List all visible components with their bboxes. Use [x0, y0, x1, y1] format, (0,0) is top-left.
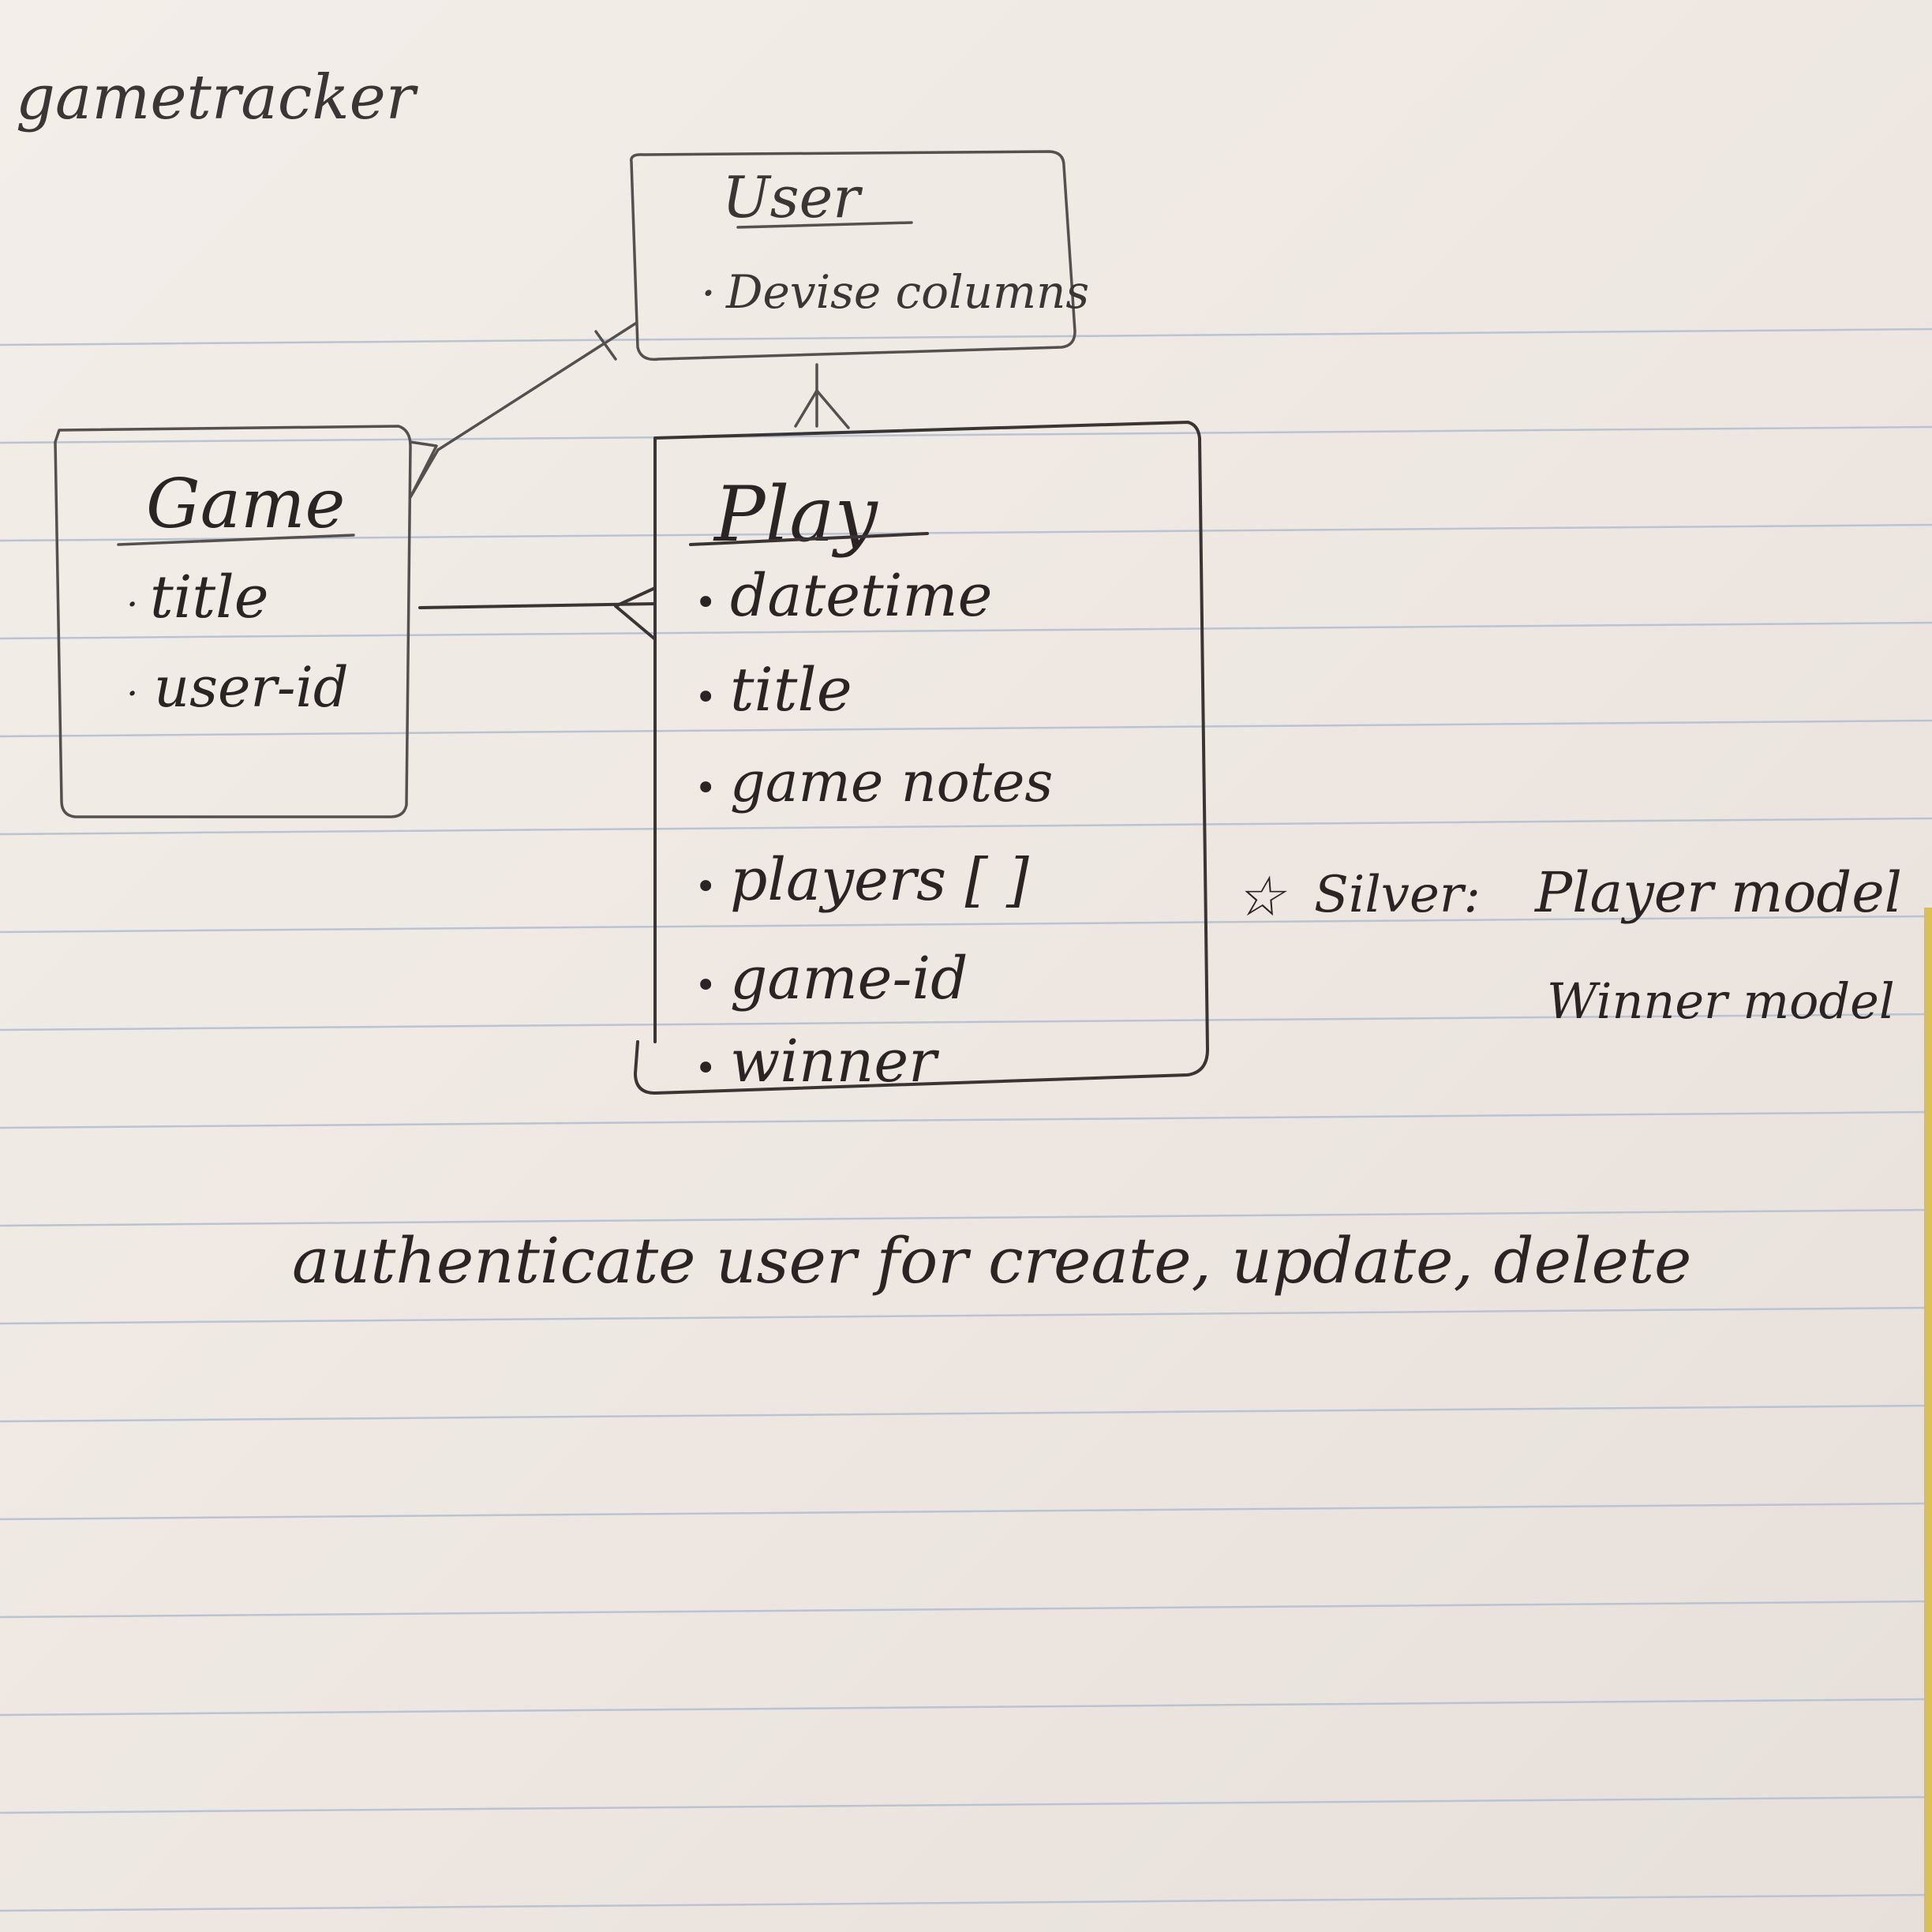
ruled-line — [0, 1795, 1932, 1814]
user-box — [630, 150, 1076, 361]
play-field-players: players [ ] — [730, 846, 1029, 914]
relation-user-game-tick — [594, 330, 617, 361]
user-title-underline — [736, 221, 913, 229]
footer-note: authenticate user for create, update, de… — [292, 1224, 1691, 1297]
relation-user-game — [409, 322, 637, 499]
relation-game-play — [418, 586, 657, 641]
play-entity: Play • datetime • title • game notes • p… — [634, 421, 1209, 1095]
star-icon: ☆ — [1235, 864, 1287, 929]
play-box — [634, 421, 1209, 1095]
game-field-bullet-2: · — [126, 672, 138, 716]
play-field-game-notes: game notes — [730, 750, 1053, 814]
user-field-devise: Devise columns — [725, 265, 1089, 319]
ruled-line — [0, 1502, 1932, 1521]
page-title: gametracker — [16, 62, 419, 133]
game-box — [54, 425, 412, 818]
user-entity: User · Devise columns — [630, 150, 1089, 361]
play-field-datetime: datetime — [730, 562, 992, 630]
play-field-winner: winner — [730, 1028, 940, 1095]
ruled-line — [0, 328, 1932, 346]
ruled-line — [0, 1600, 1932, 1619]
side-note-silver-label: Silver: — [1314, 866, 1481, 924]
ruled-line — [0, 719, 1932, 738]
notebook-edge — [1924, 908, 1932, 1932]
play-field-bullet-6: • — [695, 1046, 717, 1091]
play-field-title: title — [730, 654, 852, 724]
game-field-bullet-1: · — [126, 582, 138, 627]
ruled-line — [0, 817, 1932, 836]
relation-user-game-line — [436, 322, 637, 451]
user-title: User — [722, 164, 863, 230]
ruled-line — [0, 1110, 1932, 1129]
play-field-bullet-2: • — [695, 676, 717, 720]
play-title: Play — [713, 470, 879, 559]
relation-user-play — [794, 363, 850, 429]
play-field-bullet-5: • — [695, 964, 717, 1008]
side-note-player-model: Player model — [1533, 860, 1902, 925]
game-field-title: title — [150, 564, 269, 631]
ruled-line — [0, 1013, 1932, 1032]
ruled-line — [0, 425, 1932, 444]
user-field-bullet: · — [701, 266, 716, 321]
play-field-bullet-1: • — [695, 581, 717, 625]
game-entity: Game · title · user-id — [54, 425, 412, 818]
play-field-bullet-4: • — [695, 865, 717, 909]
ruled-line — [0, 523, 1932, 542]
ruled-line — [0, 915, 1932, 934]
ruled-line — [0, 1698, 1932, 1717]
ruled-line — [0, 621, 1932, 640]
ruled-line — [0, 1208, 1932, 1227]
ruled-line — [0, 1306, 1932, 1325]
play-field-game-id: game-id — [730, 945, 968, 1013]
relation-user-play-crowsfoot — [794, 389, 850, 429]
side-note-winner-model: Winner model — [1547, 972, 1895, 1030]
ruled-line — [0, 1404, 1932, 1423]
game-title-underline — [117, 534, 355, 546]
play-field-bullet-3: • — [695, 766, 717, 811]
relation-user-game-crowsfoot — [409, 440, 440, 499]
game-title: Game — [146, 465, 345, 544]
play-title-underline — [689, 532, 929, 546]
relation-game-play-crowsfoot — [614, 586, 657, 641]
ruled-line — [0, 1893, 1932, 1912]
game-field-user-id: user-id — [154, 655, 349, 720]
side-note: ☆ Silver: Player model Winner model — [1235, 860, 1902, 1030]
